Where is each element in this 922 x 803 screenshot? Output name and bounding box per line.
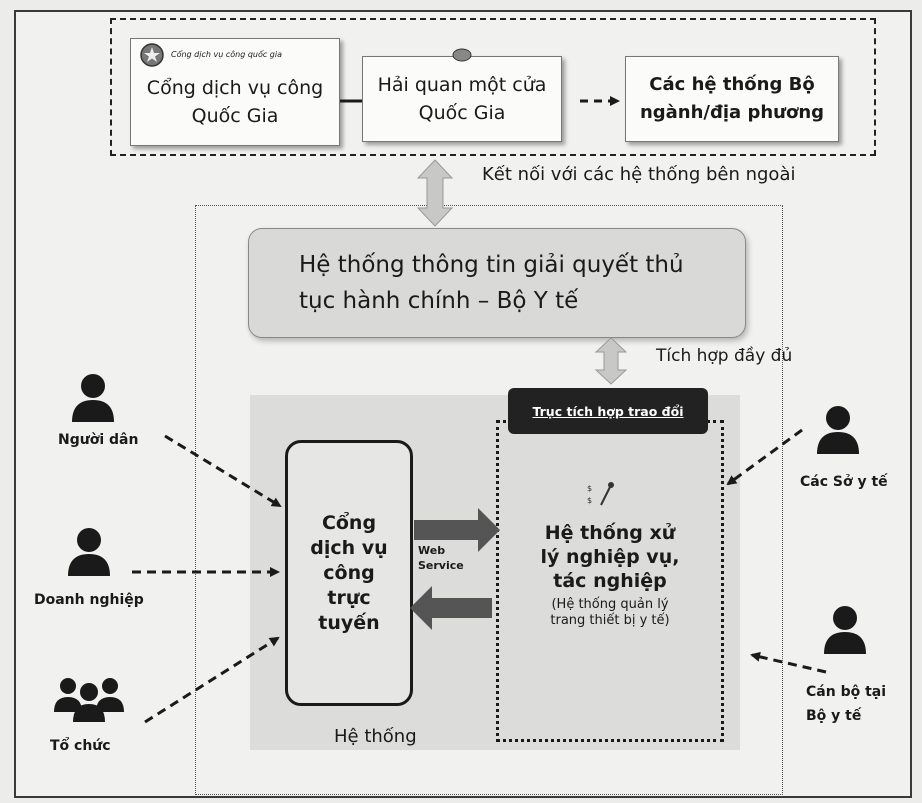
online-portal-line2: dịch vụ bbox=[310, 537, 388, 559]
main-system-line1: Hệ thống thông tin giải quyết thủ bbox=[299, 252, 684, 278]
portal-line2: Quốc Gia bbox=[191, 105, 279, 127]
online-portal-line5: tuyến bbox=[318, 612, 380, 634]
system-label: Hệ thống bbox=[334, 726, 417, 747]
gear-tools-icon: $ $ bbox=[587, 482, 614, 506]
processing-line3: tác nghiệp bbox=[553, 570, 667, 592]
departments-arrow bbox=[726, 428, 803, 486]
integration-axis-label: Trục tích hợp trao đổi bbox=[508, 388, 708, 434]
svg-text:$: $ bbox=[587, 496, 592, 505]
ministry-systems-box: Các hệ thống Bộ ngành/địa phương bbox=[625, 56, 839, 142]
ministry-line1: Các hệ thống Bộ bbox=[649, 74, 815, 95]
portal-header-text: Cổng dịch vụ công quốc gia bbox=[171, 50, 283, 59]
full-integration-label: Tích hợp đầy đủ bbox=[656, 346, 793, 366]
integration-double-arrow bbox=[594, 337, 628, 385]
online-portal-line3: công bbox=[323, 562, 375, 584]
processing-line2: lý nghiệp vụ, bbox=[540, 546, 680, 568]
external-systems-group bbox=[110, 18, 876, 156]
ministry-system-container bbox=[195, 205, 783, 795]
web-service-line2: Service bbox=[418, 559, 464, 572]
processing-note1: (Hệ thống quản lý bbox=[551, 597, 669, 612]
ministry-line2: ngành/địa phương bbox=[639, 102, 825, 123]
web-service-line1: Web bbox=[418, 544, 446, 557]
processing-system-box: $ $ Hệ thống xử lý nghiệp vụ, tác nghiệp… bbox=[496, 420, 724, 742]
external-double-arrow bbox=[416, 159, 454, 227]
staff-person-icon bbox=[824, 606, 866, 654]
online-portal-line1: Cổng bbox=[321, 512, 377, 534]
customs-line2: Quốc Gia bbox=[418, 102, 506, 124]
business-label: Doanh nghiệp bbox=[34, 592, 144, 608]
staff-arrow bbox=[750, 651, 827, 674]
national-portal-box: Cổng dịch vụ công quốc gia Cổng dịch vụ … bbox=[130, 38, 340, 146]
main-system-line2: tục hành chính – Bộ Y tế bbox=[299, 288, 579, 314]
citizen-person-icon bbox=[72, 374, 114, 422]
citizen-label: Người dân bbox=[58, 432, 139, 448]
business-person-icon bbox=[68, 528, 110, 576]
portal-logo: Cổng dịch vụ công quốc gia bbox=[139, 41, 282, 69]
customs-single-window-box: Hải quan một cửa Quốc Gia bbox=[362, 48, 562, 142]
admin-procedure-system-box: Hệ thống thông tin giải quyết thủ tục hà… bbox=[248, 228, 746, 338]
organization-arrow bbox=[144, 636, 280, 724]
processing-line1: Hệ thống xử bbox=[544, 522, 676, 544]
online-portal-line4: trực bbox=[327, 587, 371, 609]
staff-label-line2: Bộ y tế bbox=[806, 708, 862, 724]
customs-emblem-icon bbox=[452, 48, 472, 62]
svg-text:$: $ bbox=[587, 484, 592, 493]
web-service-left-arrow bbox=[410, 586, 492, 630]
organization-label: Tổ chức bbox=[50, 738, 111, 754]
citizen-arrow bbox=[164, 434, 282, 508]
departments-label: Các Sở y tế bbox=[800, 474, 888, 490]
external-connection-label: Kết nối với các hệ thống bên ngoài bbox=[482, 164, 796, 185]
staff-label-line1: Cán bộ tại bbox=[806, 684, 887, 700]
organization-group-icon bbox=[54, 678, 124, 722]
online-portal-box: Cổng dịch vụ công trực tuyến bbox=[285, 440, 413, 706]
departments-person-icon bbox=[817, 406, 859, 454]
portal-line1: Cổng dịch vụ công bbox=[146, 77, 324, 99]
national-emblem-icon bbox=[140, 43, 164, 67]
web-service-label: Web Service bbox=[418, 543, 464, 573]
staff-label: Cán bộ tại Bộ y tế bbox=[806, 680, 886, 728]
web-service-right-arrow bbox=[414, 508, 500, 552]
processing-note2: trang thiết bị y tế) bbox=[550, 613, 670, 628]
customs-line1: Hải quan một cửa bbox=[377, 74, 547, 96]
